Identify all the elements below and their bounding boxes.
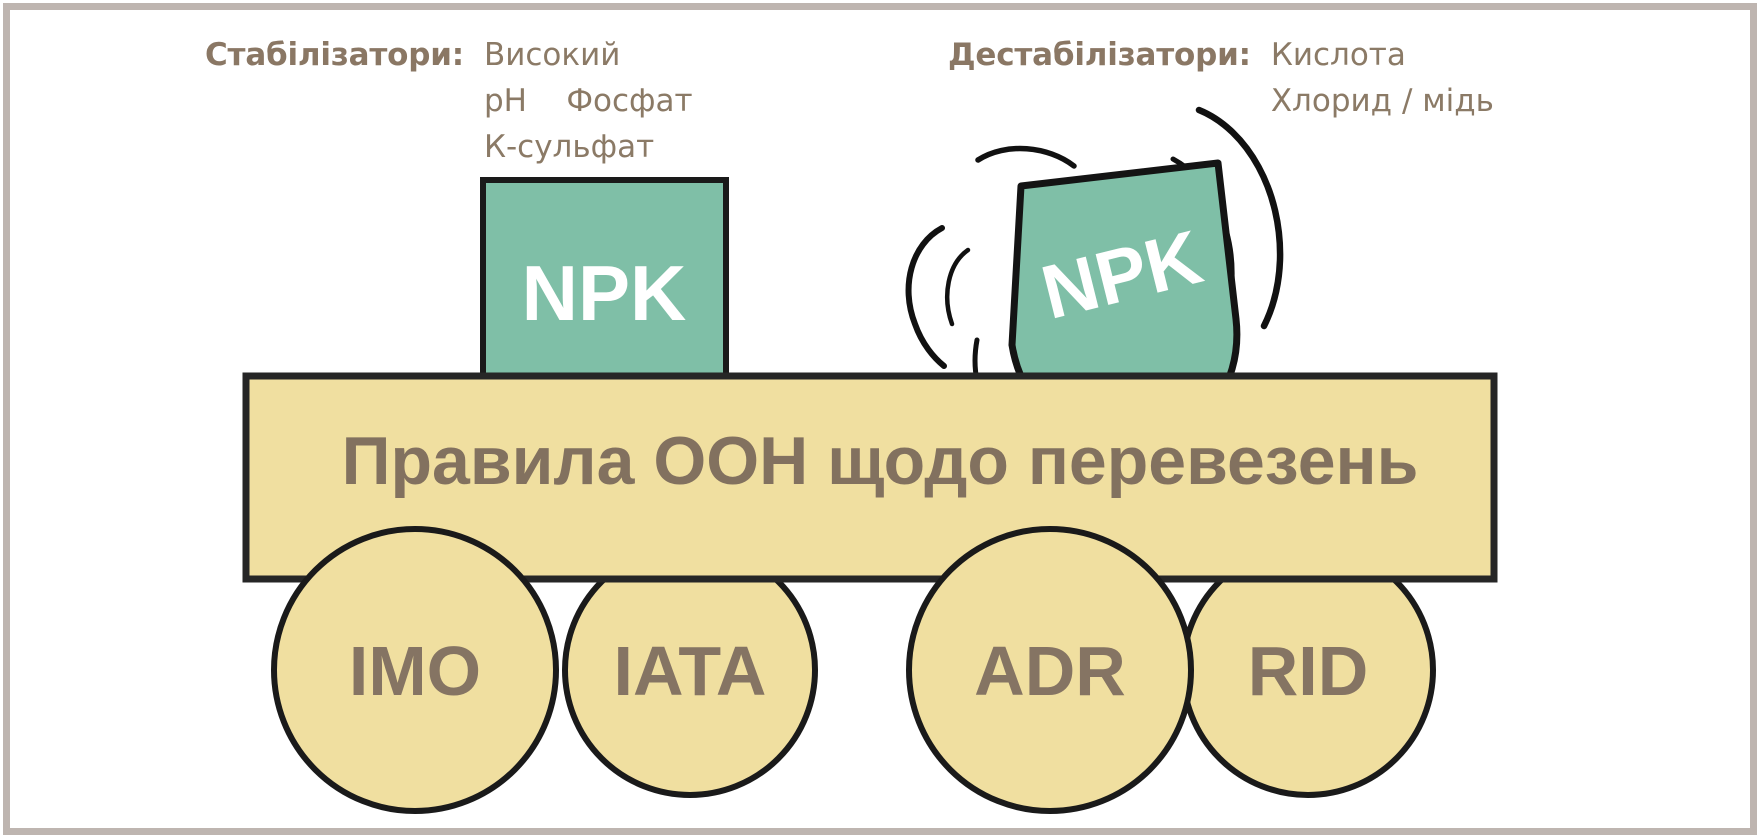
wheel-imo-label: IMO (349, 632, 481, 710)
stabilizers-line-3: К-сульфат (483, 129, 655, 165)
stable-npk-block: NPK (480, 177, 729, 381)
motion-arc-icon-right-outer (1195, 106, 1284, 330)
motion-arc-icon-left-inner (945, 247, 971, 327)
stable-npk-label: NPK (522, 249, 687, 337)
banner-label: Правила ООН щодо перевезень (342, 423, 1419, 499)
stabilizers-line-2: pH Фосфат (483, 83, 693, 119)
destabilizers-line-1: Кислота (1270, 37, 1406, 73)
wheel-imo-circle (271, 526, 559, 814)
wheel-imo: IMO (271, 526, 559, 814)
stabilizers-list: Високий pH Фосфат К-сульфат (484, 32, 693, 170)
stabilizers-line-1: Високий (483, 37, 621, 73)
stabilizers-annotation: Стабілізатори: Високий pH Фосфат К-сульф… (205, 32, 693, 170)
wheel-adr-circle (906, 526, 1194, 814)
destabilizers-heading: Дестабілізатори: (948, 37, 1251, 73)
wheel-rid-label: RID (1248, 632, 1369, 710)
stabilizers-heading: Стабілізатори: (205, 37, 464, 73)
wheel-adr-label: ADR (974, 632, 1126, 710)
destabilizers-annotation: Дестабілізатори: Кислота Хлорид / мідь (948, 32, 1494, 124)
motion-arc-icon-left-outer (905, 225, 947, 369)
wheel-iata-label: IATA (614, 632, 767, 710)
stable-npk-body (480, 177, 729, 381)
destabilizers-line-2: Хлорид / мідь (1270, 83, 1494, 119)
destabilizers-list: Кислота Хлорид / мідь (1271, 32, 1494, 124)
wheel-adr: ADR (906, 526, 1194, 814)
motion-arc-icon-top-left (975, 145, 1077, 169)
